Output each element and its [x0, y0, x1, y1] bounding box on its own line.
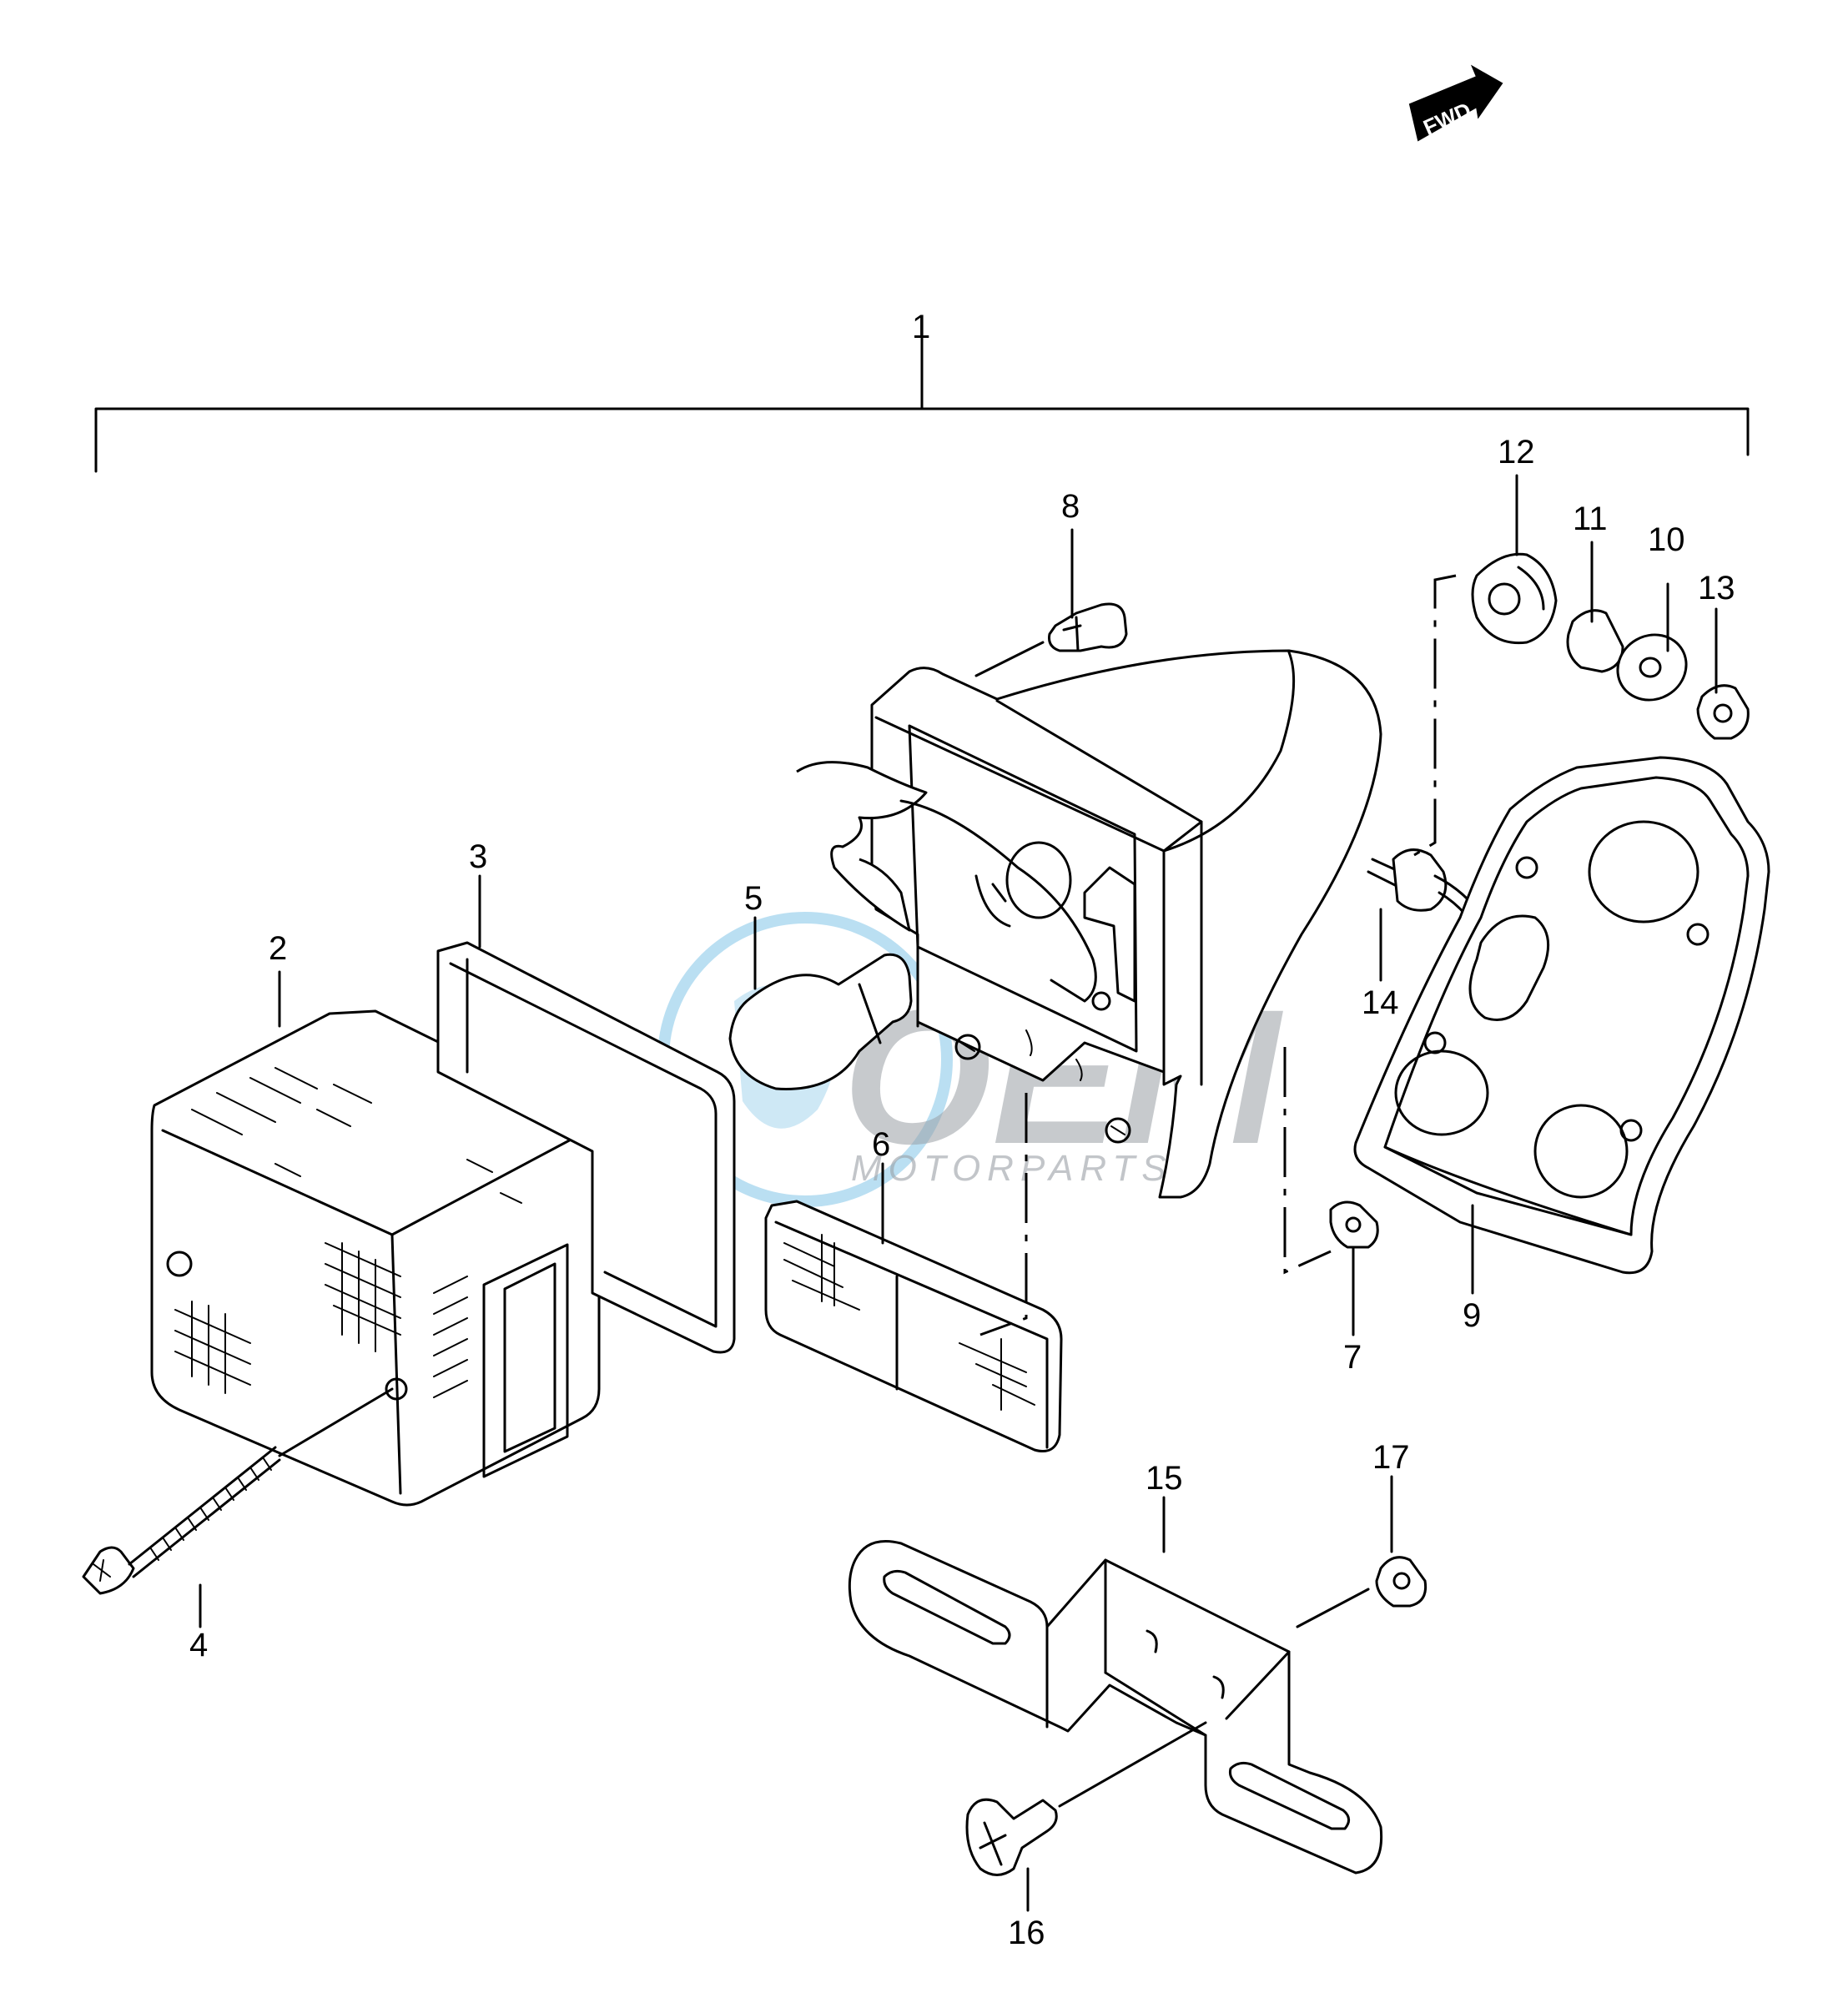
part-bulb [728, 953, 913, 1090]
alignment-lines [979, 574, 1457, 1336]
callout-8: 8 [1061, 488, 1080, 525]
part-rear-plate [1353, 756, 1770, 1275]
callout-12: 12 [1498, 434, 1535, 471]
part-collar [1566, 609, 1624, 673]
leader-lines [199, 474, 1718, 1912]
part-gasket [436, 941, 736, 1354]
part-bolt-bottom [965, 1721, 1207, 1876]
callout-5: 5 [744, 880, 763, 917]
callout-16: 16 [1008, 1915, 1045, 1951]
part-lens-housing [150, 1009, 601, 1507]
part-washer [1616, 633, 1688, 702]
watermark-tagline: MOTORPARTS [851, 1148, 1173, 1189]
assembly-bracket [94, 336, 1750, 473]
callout-9: 9 [1463, 1297, 1481, 1334]
part-reflector [764, 1200, 1063, 1452]
part-long-screw [82, 1387, 394, 1595]
part-taillight-base [796, 649, 1382, 1199]
fwd-badge: FWD [1408, 64, 1503, 142]
callout-7: 7 [1343, 1339, 1362, 1376]
callout-1: 1 [912, 309, 930, 345]
callout-14: 14 [1362, 984, 1399, 1021]
callout-3: 3 [469, 838, 487, 875]
callout-4: 4 [189, 1627, 208, 1663]
callouts: 1 2 3 4 5 6 7 8 9 10 11 12 13 14 15 16 1… [189, 309, 1735, 1951]
part-nut-small [1329, 1200, 1379, 1249]
callout-10: 10 [1648, 521, 1685, 558]
forward-arrow-icon [1408, 64, 1503, 142]
callout-17: 17 [1372, 1439, 1410, 1476]
part-bracket [848, 1540, 1383, 1875]
callout-11: 11 [1573, 501, 1608, 537]
callout-15: 15 [1146, 1460, 1183, 1497]
part-bolt-top [974, 602, 1128, 677]
callout-6: 6 [872, 1126, 890, 1163]
part-grommet-large [1471, 552, 1558, 645]
part-nut [1696, 684, 1750, 740]
part-nut-bracket [1296, 1556, 1428, 1628]
callout-13: 13 [1698, 570, 1735, 606]
callout-2: 2 [269, 930, 287, 967]
